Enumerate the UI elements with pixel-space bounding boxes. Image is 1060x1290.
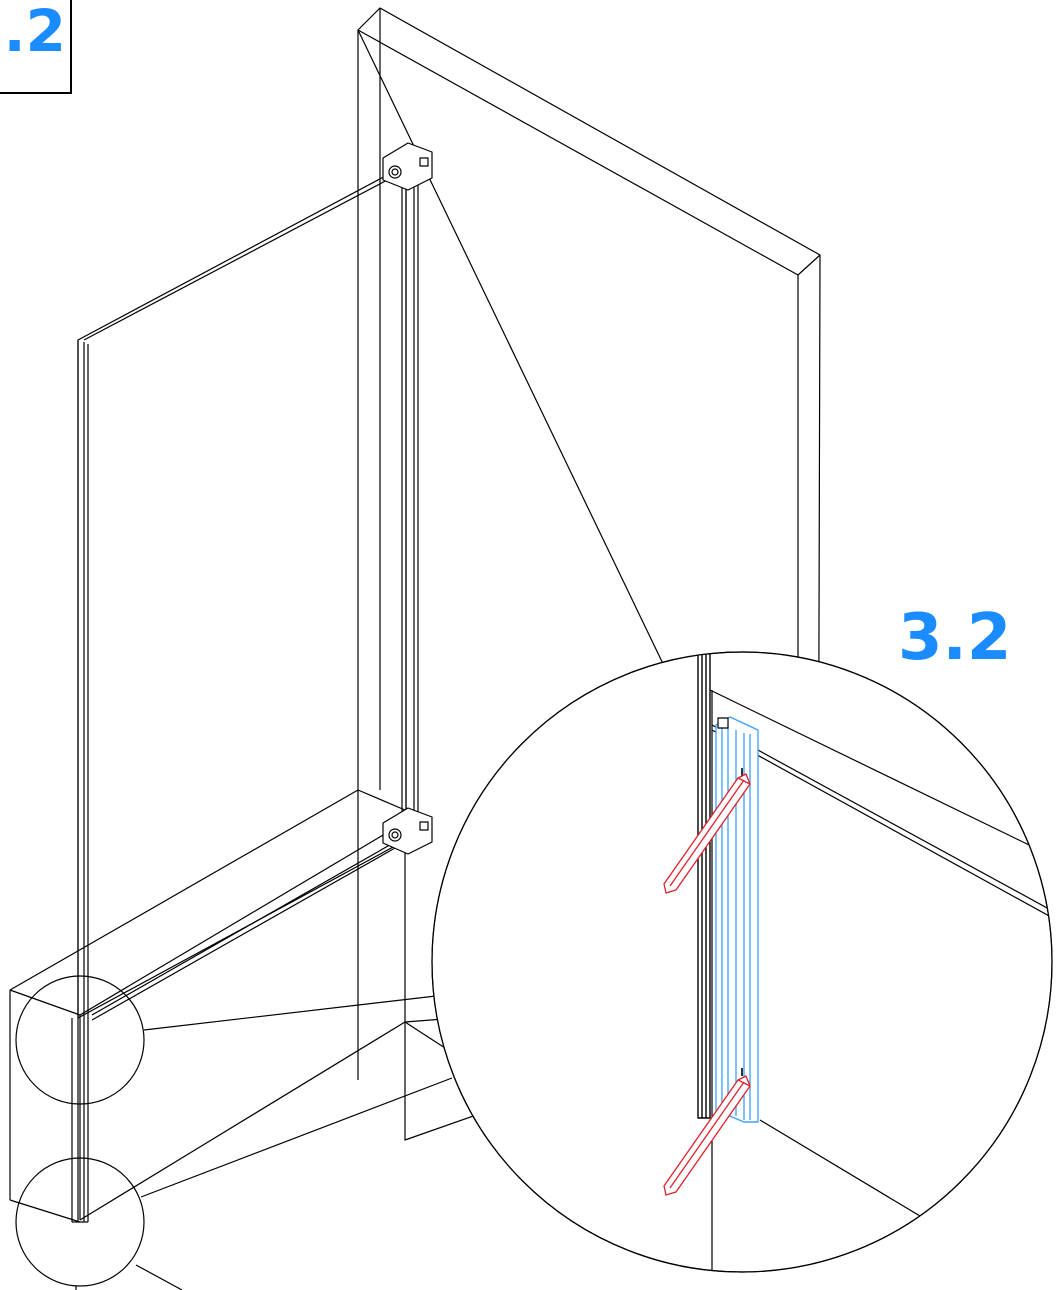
magnified-detail	[431, 651, 1053, 1273]
step-number-box: 3.2	[0, 0, 72, 94]
wall-profile	[382, 142, 433, 855]
highlighted-profile	[715, 716, 759, 1123]
pencil-icon	[663, 773, 751, 894]
step-number: 3.2	[0, 0, 66, 65]
detail-step-label: 3.2	[898, 601, 1012, 675]
glass-panel	[71, 164, 413, 1223]
glass-edge	[697, 652, 711, 1119]
pencil-icon	[663, 1075, 751, 1196]
detail-callouts	[15, 975, 453, 1290]
bottom-clamp	[382, 807, 433, 855]
top-clamp	[382, 142, 433, 191]
